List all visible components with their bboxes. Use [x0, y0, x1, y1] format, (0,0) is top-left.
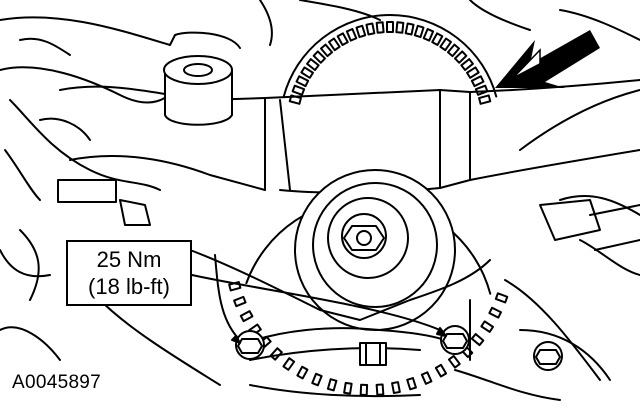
bolt-left: [235, 330, 265, 360]
gear-tooth: [328, 37, 341, 52]
gear-tooth: [365, 22, 376, 36]
gear-tooth: [336, 32, 349, 46]
gear-tooth: [296, 365, 309, 380]
gear-tooth: [233, 295, 247, 308]
gear-tooth: [295, 75, 310, 88]
bolt-right: [440, 325, 470, 355]
gear-tooth: [345, 28, 358, 42]
gear-tooth: [422, 28, 435, 42]
gear-tooth: [239, 310, 254, 323]
torque-callout: 25 Nm (18 lb-ft): [66, 240, 192, 306]
gear-tooth: [311, 372, 323, 387]
gear-rim: [282, 14, 498, 98]
hose-cap: [163, 55, 233, 126]
gear-tooth: [474, 84, 489, 96]
gear-tooth: [478, 94, 492, 105]
gear-tooth: [488, 306, 503, 319]
tensioner-pulley: [294, 169, 456, 331]
gear-tooth: [470, 75, 485, 88]
gear-tooth: [386, 21, 394, 33]
gear-tooth: [413, 24, 425, 39]
gear-tooth: [319, 43, 334, 58]
bolt-bottom-center: [359, 342, 387, 366]
gear-tooth: [453, 50, 468, 64]
gear-tooth: [395, 21, 405, 34]
gear-tooth: [434, 363, 448, 378]
gear-tooth: [326, 378, 338, 392]
gear-tooth: [375, 383, 385, 396]
gear-tooth: [439, 37, 452, 52]
gear-tooth: [391, 381, 401, 395]
bolt-lower: [533, 341, 563, 371]
gear-tooth: [431, 32, 444, 46]
gear-tooth: [420, 371, 433, 385]
sensor-connector: [539, 199, 640, 251]
tensioner-bracket: [189, 249, 491, 361]
gear-tooth: [343, 381, 353, 395]
gear-tooth: [494, 292, 509, 304]
gear-tooth: [480, 320, 494, 333]
gear-tooth: [470, 333, 485, 347]
torque-nm-label: 25 Nm: [96, 247, 162, 272]
gear-tooth: [359, 383, 369, 396]
gear-tooth: [460, 58, 474, 72]
gear-tooth: [447, 354, 461, 369]
gear-tooth: [355, 24, 367, 39]
gear-tooth: [446, 43, 461, 58]
gear-tooth: [306, 58, 320, 72]
gear-tooth: [300, 66, 315, 79]
gear-tooth: [404, 22, 415, 36]
timing-gear-upper: [282, 14, 498, 105]
gear-tooth: [312, 50, 327, 64]
figure-id: A0045897: [12, 372, 102, 393]
gear-tooth: [375, 21, 385, 34]
leader-lines: [191, 254, 447, 344]
torque-lbft-label: (18 lb-ft): [88, 274, 170, 299]
gear-tooth: [282, 357, 296, 371]
gear-tooth: [465, 66, 480, 79]
left-bracket: [57, 179, 151, 226]
gear-tooth: [291, 84, 306, 96]
direction-arrow-icon: [495, 30, 600, 88]
gear-tooth: [406, 377, 417, 391]
